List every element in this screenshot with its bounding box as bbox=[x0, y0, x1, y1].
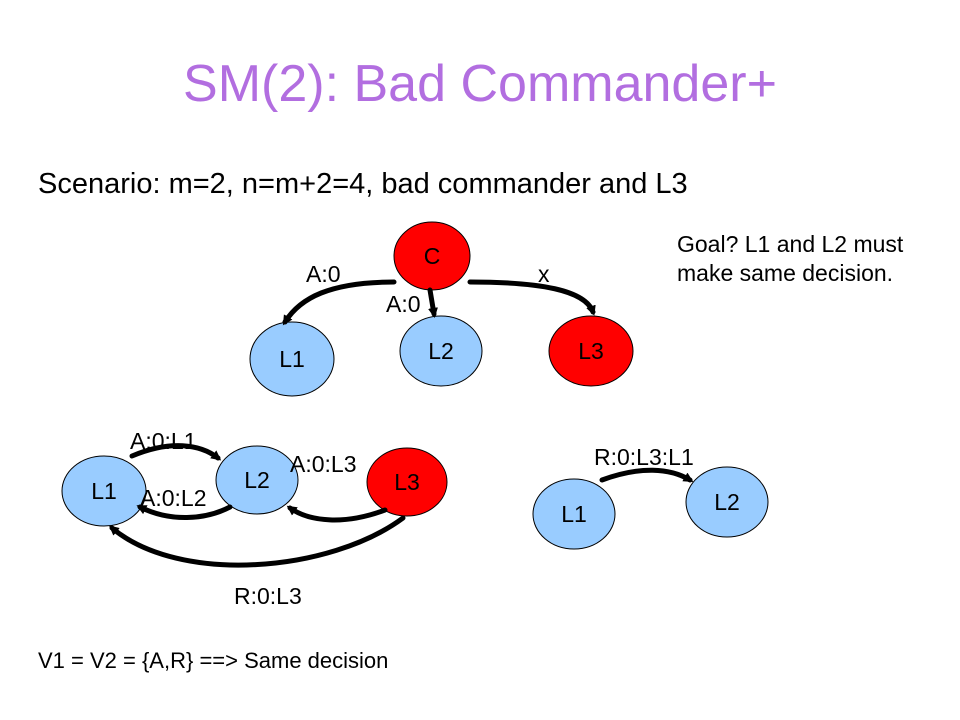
node-br-l2 bbox=[685, 466, 769, 538]
edge-label-br-l1-l2: R:0:L3:L1 bbox=[594, 444, 694, 470]
node-top-l2 bbox=[399, 315, 483, 387]
edge-c-to-l3 bbox=[467, 279, 596, 316]
edge-bl-l1-to-l2 bbox=[129, 443, 222, 461]
edge-label-bl-l1-l2: A:0:L1 bbox=[130, 428, 197, 454]
slide-title: SM(2): Bad Commander+ bbox=[183, 55, 777, 113]
edge-c-to-l2 bbox=[427, 287, 438, 318]
edge-label-c-l2: A:0 bbox=[386, 291, 421, 317]
node-bl-l1 bbox=[61, 455, 147, 527]
node-top-l2-label: L2 bbox=[428, 338, 454, 364]
edge-c-to-l1 bbox=[282, 279, 397, 326]
edge-br-l1-to-l2 bbox=[599, 467, 694, 483]
node-top-l3 bbox=[548, 315, 634, 387]
node-commander-label: C bbox=[424, 243, 441, 269]
goal-text: Goal? L1 and L2 must make same decision. bbox=[677, 231, 904, 286]
node-br-l1 bbox=[532, 478, 616, 550]
edge-label-c-l3: x bbox=[538, 261, 550, 287]
edge-label-bl-l3-l1: R:0:L3 bbox=[234, 583, 302, 609]
node-br-l2-label: L2 bbox=[714, 489, 740, 515]
node-bl-l3 bbox=[366, 447, 448, 517]
node-bl-l3-label: L3 bbox=[394, 469, 420, 495]
node-bl-l1-label: L1 bbox=[91, 478, 117, 504]
node-top-l1-label: L1 bbox=[279, 346, 305, 372]
edge-label-bl-l2-l1: A:0:L2 bbox=[140, 485, 207, 511]
edge-label-c-l1: A:0 bbox=[306, 261, 341, 287]
edge-bl-l2-to-l1 bbox=[136, 504, 233, 520]
conclusion-text: V1 = V2 = {A,R} ==> Same decision bbox=[38, 648, 389, 673]
node-top-l3-label: L3 bbox=[578, 338, 604, 364]
edge-label-bl-l3-l2: A:0:L3 bbox=[290, 451, 357, 477]
node-br-l1-label: L1 bbox=[561, 501, 587, 527]
scenario-text: Scenario: m=2, n=m+2=4, bad commander an… bbox=[38, 168, 688, 200]
edge-bl-l3-to-l1 bbox=[108, 515, 406, 568]
edge-bl-l3-to-l2 bbox=[286, 505, 388, 523]
node-bl-l2-label: L2 bbox=[244, 467, 270, 493]
node-bl-l2 bbox=[215, 445, 299, 515]
